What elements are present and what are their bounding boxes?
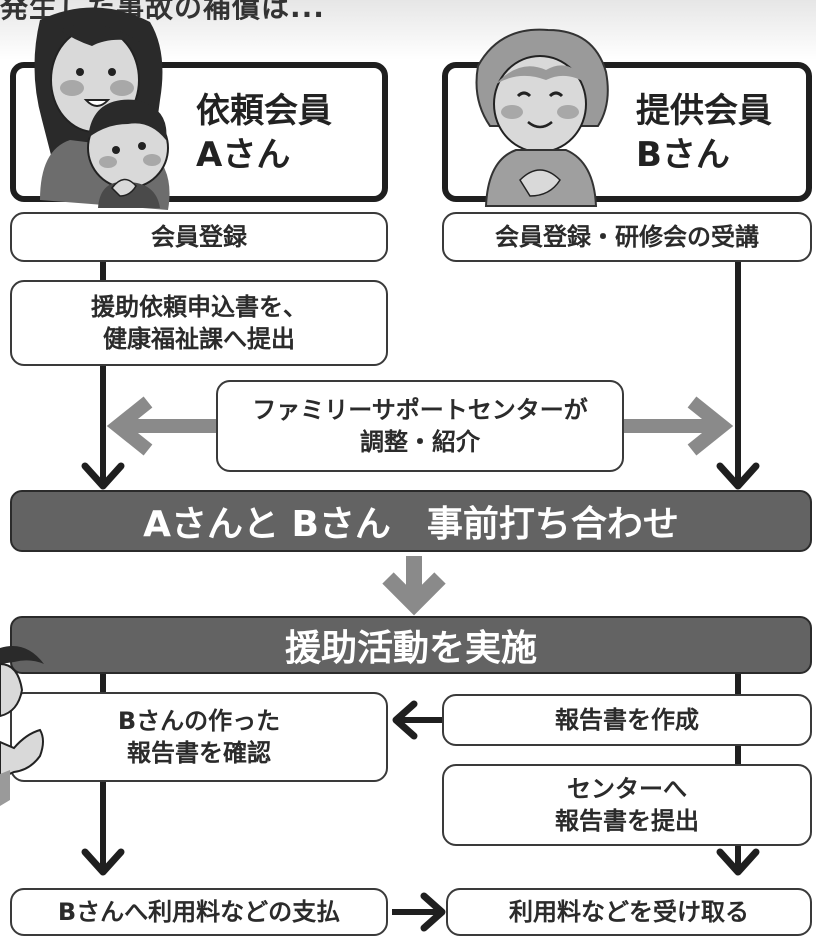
requester-name: Aさん xyxy=(196,134,290,178)
arrowhead-left-to-pay xyxy=(81,848,125,876)
gray-arrow-right-head xyxy=(687,396,734,456)
provider-role-text: 提供会員 xyxy=(636,91,772,131)
provider-name: Bさん xyxy=(636,134,730,178)
arrowhead-left-to-meeting xyxy=(81,462,125,490)
step-activity-bar: 援助活動を実施 xyxy=(10,616,812,674)
requester-role-text: 依頼会員 xyxy=(196,91,332,131)
step-requester-apply: 援助依頼申込書を、 健康福祉課へ提出 xyxy=(10,280,388,366)
gray-arrow-left-head xyxy=(106,396,153,456)
requester-role: 依頼会員 xyxy=(196,90,332,134)
provider-role: 提供会員 xyxy=(636,90,772,134)
activity-label: 援助活動を実施 xyxy=(284,628,537,669)
gray-arrow-down-head xyxy=(382,572,446,616)
step-center-coordinate: ファミリーサポートセンターが 調整・紹介 xyxy=(216,380,624,472)
meeting-label: Aさんと Bさん 事前打ち合わせ xyxy=(143,504,679,545)
provider-name-text: Bさん xyxy=(636,135,730,175)
arrowhead-right-to-meeting xyxy=(716,462,760,490)
arrowhead-right-to-receive xyxy=(716,848,760,876)
step-provider-register: 会員登録・研修会の受講 xyxy=(442,212,812,262)
step-create-report: 報告書を作成 xyxy=(442,694,812,746)
requester-name-text: Aさん xyxy=(196,135,291,175)
arrow-pay-head xyxy=(420,892,446,932)
step-confirm-report: Bさんの作った 報告書を確認 xyxy=(10,692,388,782)
step-meeting-bar: Aさんと Bさん 事前打ち合わせ xyxy=(10,490,812,552)
step-pay-fee: Bさんへ利用料などの支払 xyxy=(10,888,388,936)
step-receive-fee: 利用料などを受け取る xyxy=(446,888,812,936)
step-submit-report: センターへ 報告書を提出 xyxy=(442,764,812,846)
arrow-report-head xyxy=(392,700,418,740)
step-requester-register: 会員登録 xyxy=(10,212,388,262)
